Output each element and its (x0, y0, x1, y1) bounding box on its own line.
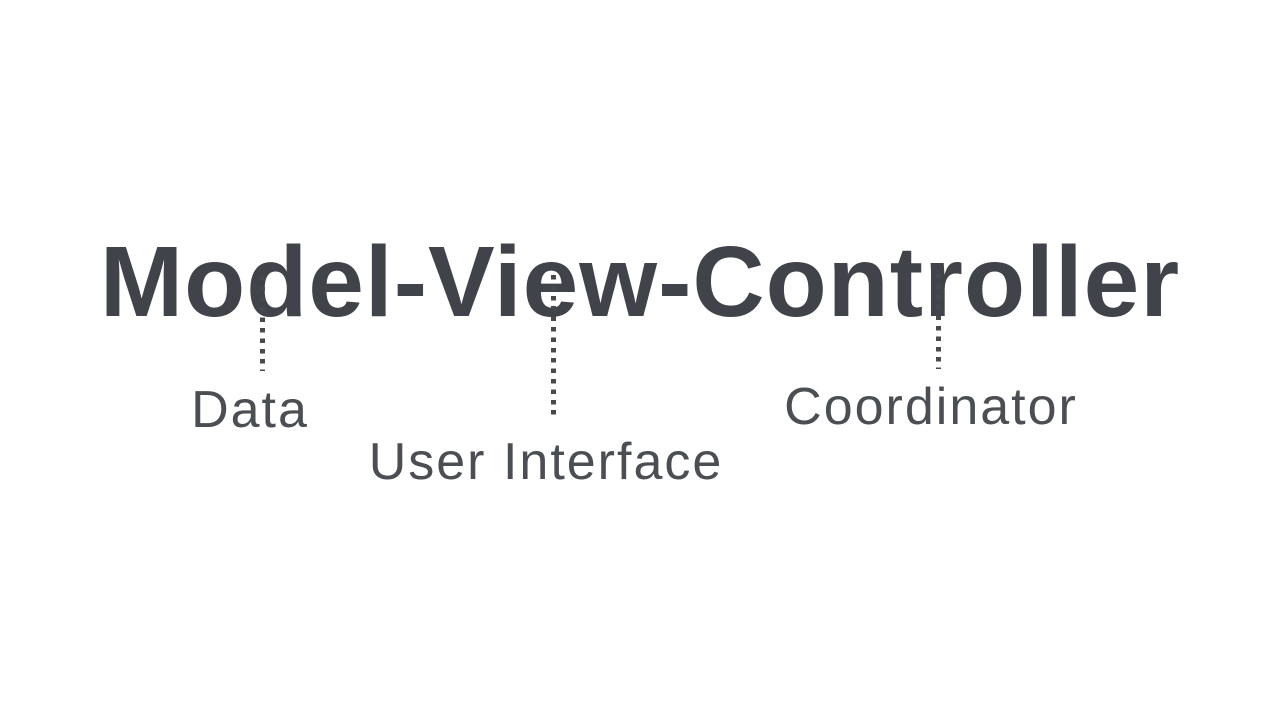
dotted-connector-controller (936, 274, 941, 369)
diagram-title: Model-View-Controller (99, 226, 1181, 338)
dotted-connector-model (260, 276, 265, 371)
dotted-connector-view (551, 275, 556, 420)
label-model-meaning: Data (191, 381, 309, 439)
label-view-meaning: User Interface (368, 433, 724, 491)
label-controller-meaning: Coordinator (784, 378, 1078, 436)
